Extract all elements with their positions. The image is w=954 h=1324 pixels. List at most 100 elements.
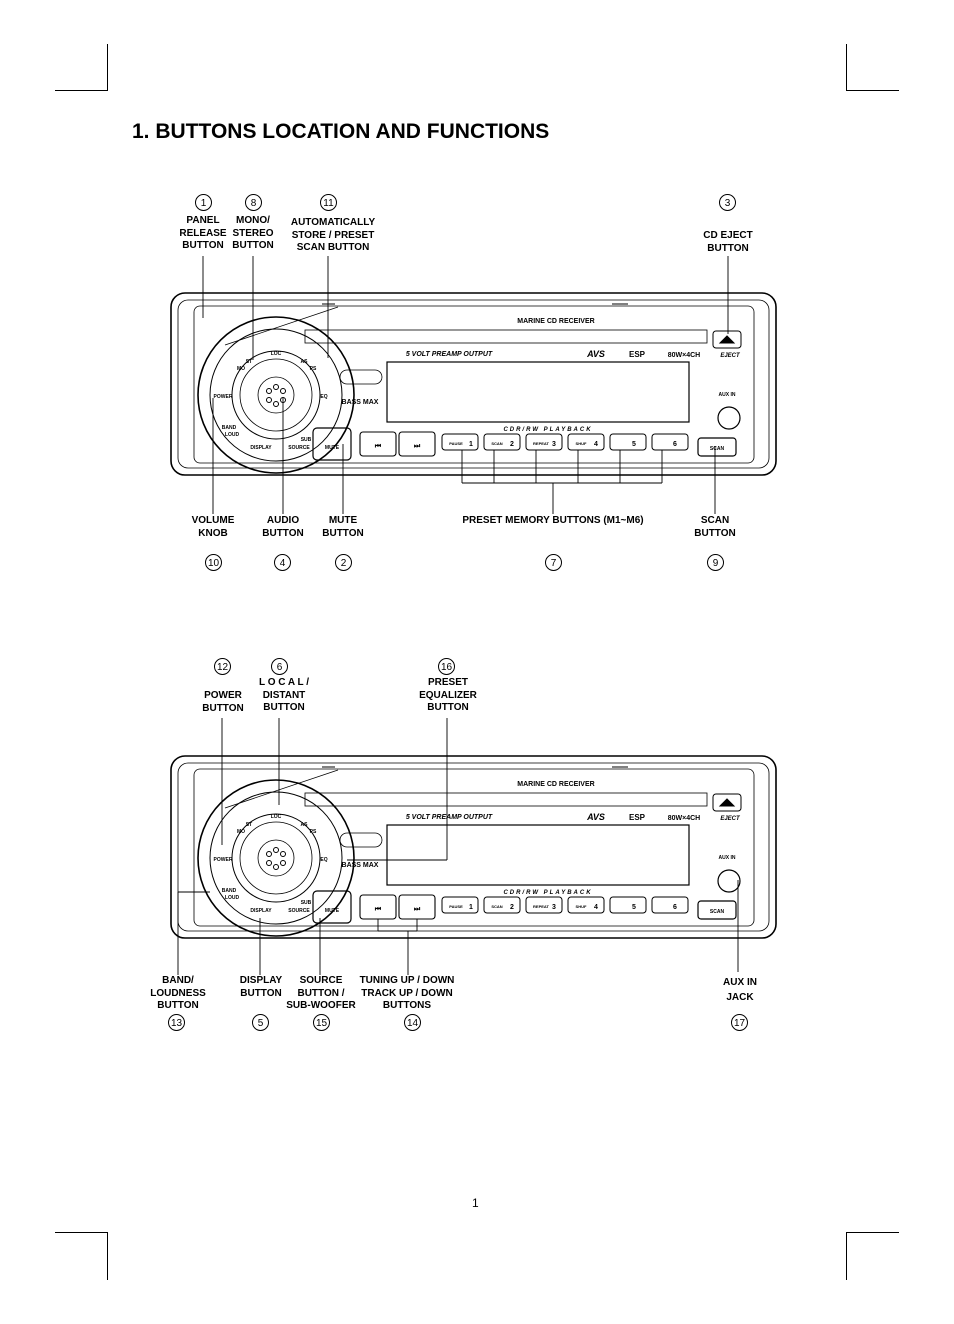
callout-number: 14 [404,1014,421,1031]
page-title: 1. BUTTONS LOCATION AND FUNCTIONS [132,120,550,143]
band-key: BAND [222,425,237,431]
loud-key: LOUD [225,895,240,901]
as-key: AS [301,359,309,365]
crop-mark [846,44,847,91]
local-distant-label: L O C A L / DISTANT BUTTON [258,677,309,714]
preset-tag: SHUF [576,441,587,446]
preset-num: 6 [673,904,677,911]
st-key: ST [246,822,252,828]
preset-tag: SCAN [491,441,502,446]
band-loudness-label: BAND/ LOUDNESS BUTTON [150,975,206,1012]
mute-button-label: MUTE BUTTON [322,515,364,539]
mo-key: MO [237,366,245,372]
source-key: SOURCE [288,908,310,914]
display-button-label: DISPLAY BUTTON [239,975,283,999]
scan-key: SCAN [710,909,725,915]
bass-max-logo: BASS MAX [342,399,379,406]
panel-release-label: PANEL RELEASE BUTTON [179,215,227,252]
tuning-track-label: TUNING UP / DOWN TRACK UP / DOWN BUTTONS [359,975,455,1012]
sub-key: SUB [301,437,312,443]
crop-mark [846,1232,847,1280]
callout-number: 12 [214,658,231,675]
mono-stereo-label: MONO/ STEREO BUTTON [232,215,274,252]
preset-tag: PAUSE [449,441,463,446]
preamp-text: 5 VOLT PREAMP OUTPUT [406,814,493,821]
power-key: POWER [214,394,233,400]
callout-number: 7 [545,554,562,571]
avs-logo: AVS [586,349,605,359]
preset-tag: REPEAT [533,904,549,909]
preset-num: 1 [469,904,473,911]
avs-logo: AVS [586,812,605,822]
st-key: ST [246,359,252,365]
preamp-text: 5 VOLT PREAMP OUTPUT [406,351,493,358]
aux-in-label: AUX IN [719,855,736,861]
mute-key: MUTE [325,908,340,914]
esp-logo: ESP [629,813,646,822]
preset-equalizer-label: PRESET EQUALIZER BUTTON [419,677,477,714]
eq-key: EQ [320,394,327,400]
crop-mark [55,90,108,91]
sub-key: SUB [301,900,312,906]
power-rating: 80W×4CH [668,815,700,822]
crop-mark [846,90,899,91]
crop-mark [55,1232,108,1233]
aux-in-jack-label: AUX IN JACK [723,977,757,1003]
preset-num: 4 [594,441,598,448]
callout-number: 11 [320,194,337,211]
eject-label: EJECT [720,816,741,822]
loud-key: LOUD [225,432,240,438]
as-key: AS [301,822,309,828]
preset-num: 5 [632,441,636,448]
prev-track-icon: ⏮ [375,443,382,450]
callout-number: 16 [438,658,455,675]
mo-key: MO [237,829,245,835]
preset-tag: SCAN [491,904,502,909]
bass-max-logo: BASS MAX [342,862,379,869]
preset-num: 1 [469,441,473,448]
preset-num: 3 [552,441,556,448]
callout-number: 5 [252,1014,269,1031]
preset-tag: REPEAT [533,441,549,446]
preset-num: 6 [673,441,677,448]
mute-key: MUTE [325,445,340,451]
callout-number: 2 [335,554,352,571]
power-button-label: POWER BUTTON [202,690,244,714]
volume-knob-label: VOLUME KNOB [191,515,235,539]
preset-tag: PAUSE [449,904,463,909]
callout-number: 6 [271,658,288,675]
ps-key: PS [310,366,317,372]
loc-key: LOC [271,814,282,820]
callout-number: 15 [313,1014,330,1031]
band-key: BAND [222,888,237,894]
scan-button-label: SCAN BUTTON [694,515,736,539]
display-key: DISPLAY [250,908,272,914]
preset-num: 3 [552,904,556,911]
preset-num: 2 [510,904,514,911]
preset-num: 4 [594,904,598,911]
loc-key: LOC [271,351,282,357]
esp-logo: ESP [629,350,646,359]
eject-label: EJECT [720,353,741,359]
preset-num: 2 [510,441,514,448]
as-ps-label: AUTOMATICALLY STORE / PRESET SCAN BUTTON [290,217,376,254]
source-key: SOURCE [288,445,310,451]
display-key: DISPLAY [250,445,272,451]
cd-eject-label: CD EJECT BUTTON [703,230,753,254]
power-key: POWER [214,857,233,863]
model-text: MARINE CD RECEIVER [517,318,594,325]
callout-number: 4 [274,554,291,571]
crop-mark [107,1232,108,1280]
preset-memory-label: PRESET MEMORY BUTTONS (M1~M6) [462,515,644,526]
next-track-icon: ⏭ [414,443,421,450]
callout-number: 10 [205,554,222,571]
playback-text: CDR/RW PLAYBACK [503,427,592,433]
next-track-icon: ⏭ [414,906,421,913]
scan-key: SCAN [710,446,725,452]
ps-key: PS [310,829,317,835]
prev-track-icon: ⏮ [375,906,382,913]
crop-mark [846,1232,899,1233]
callout-number: 13 [168,1014,185,1031]
preset-num: 5 [632,904,636,911]
